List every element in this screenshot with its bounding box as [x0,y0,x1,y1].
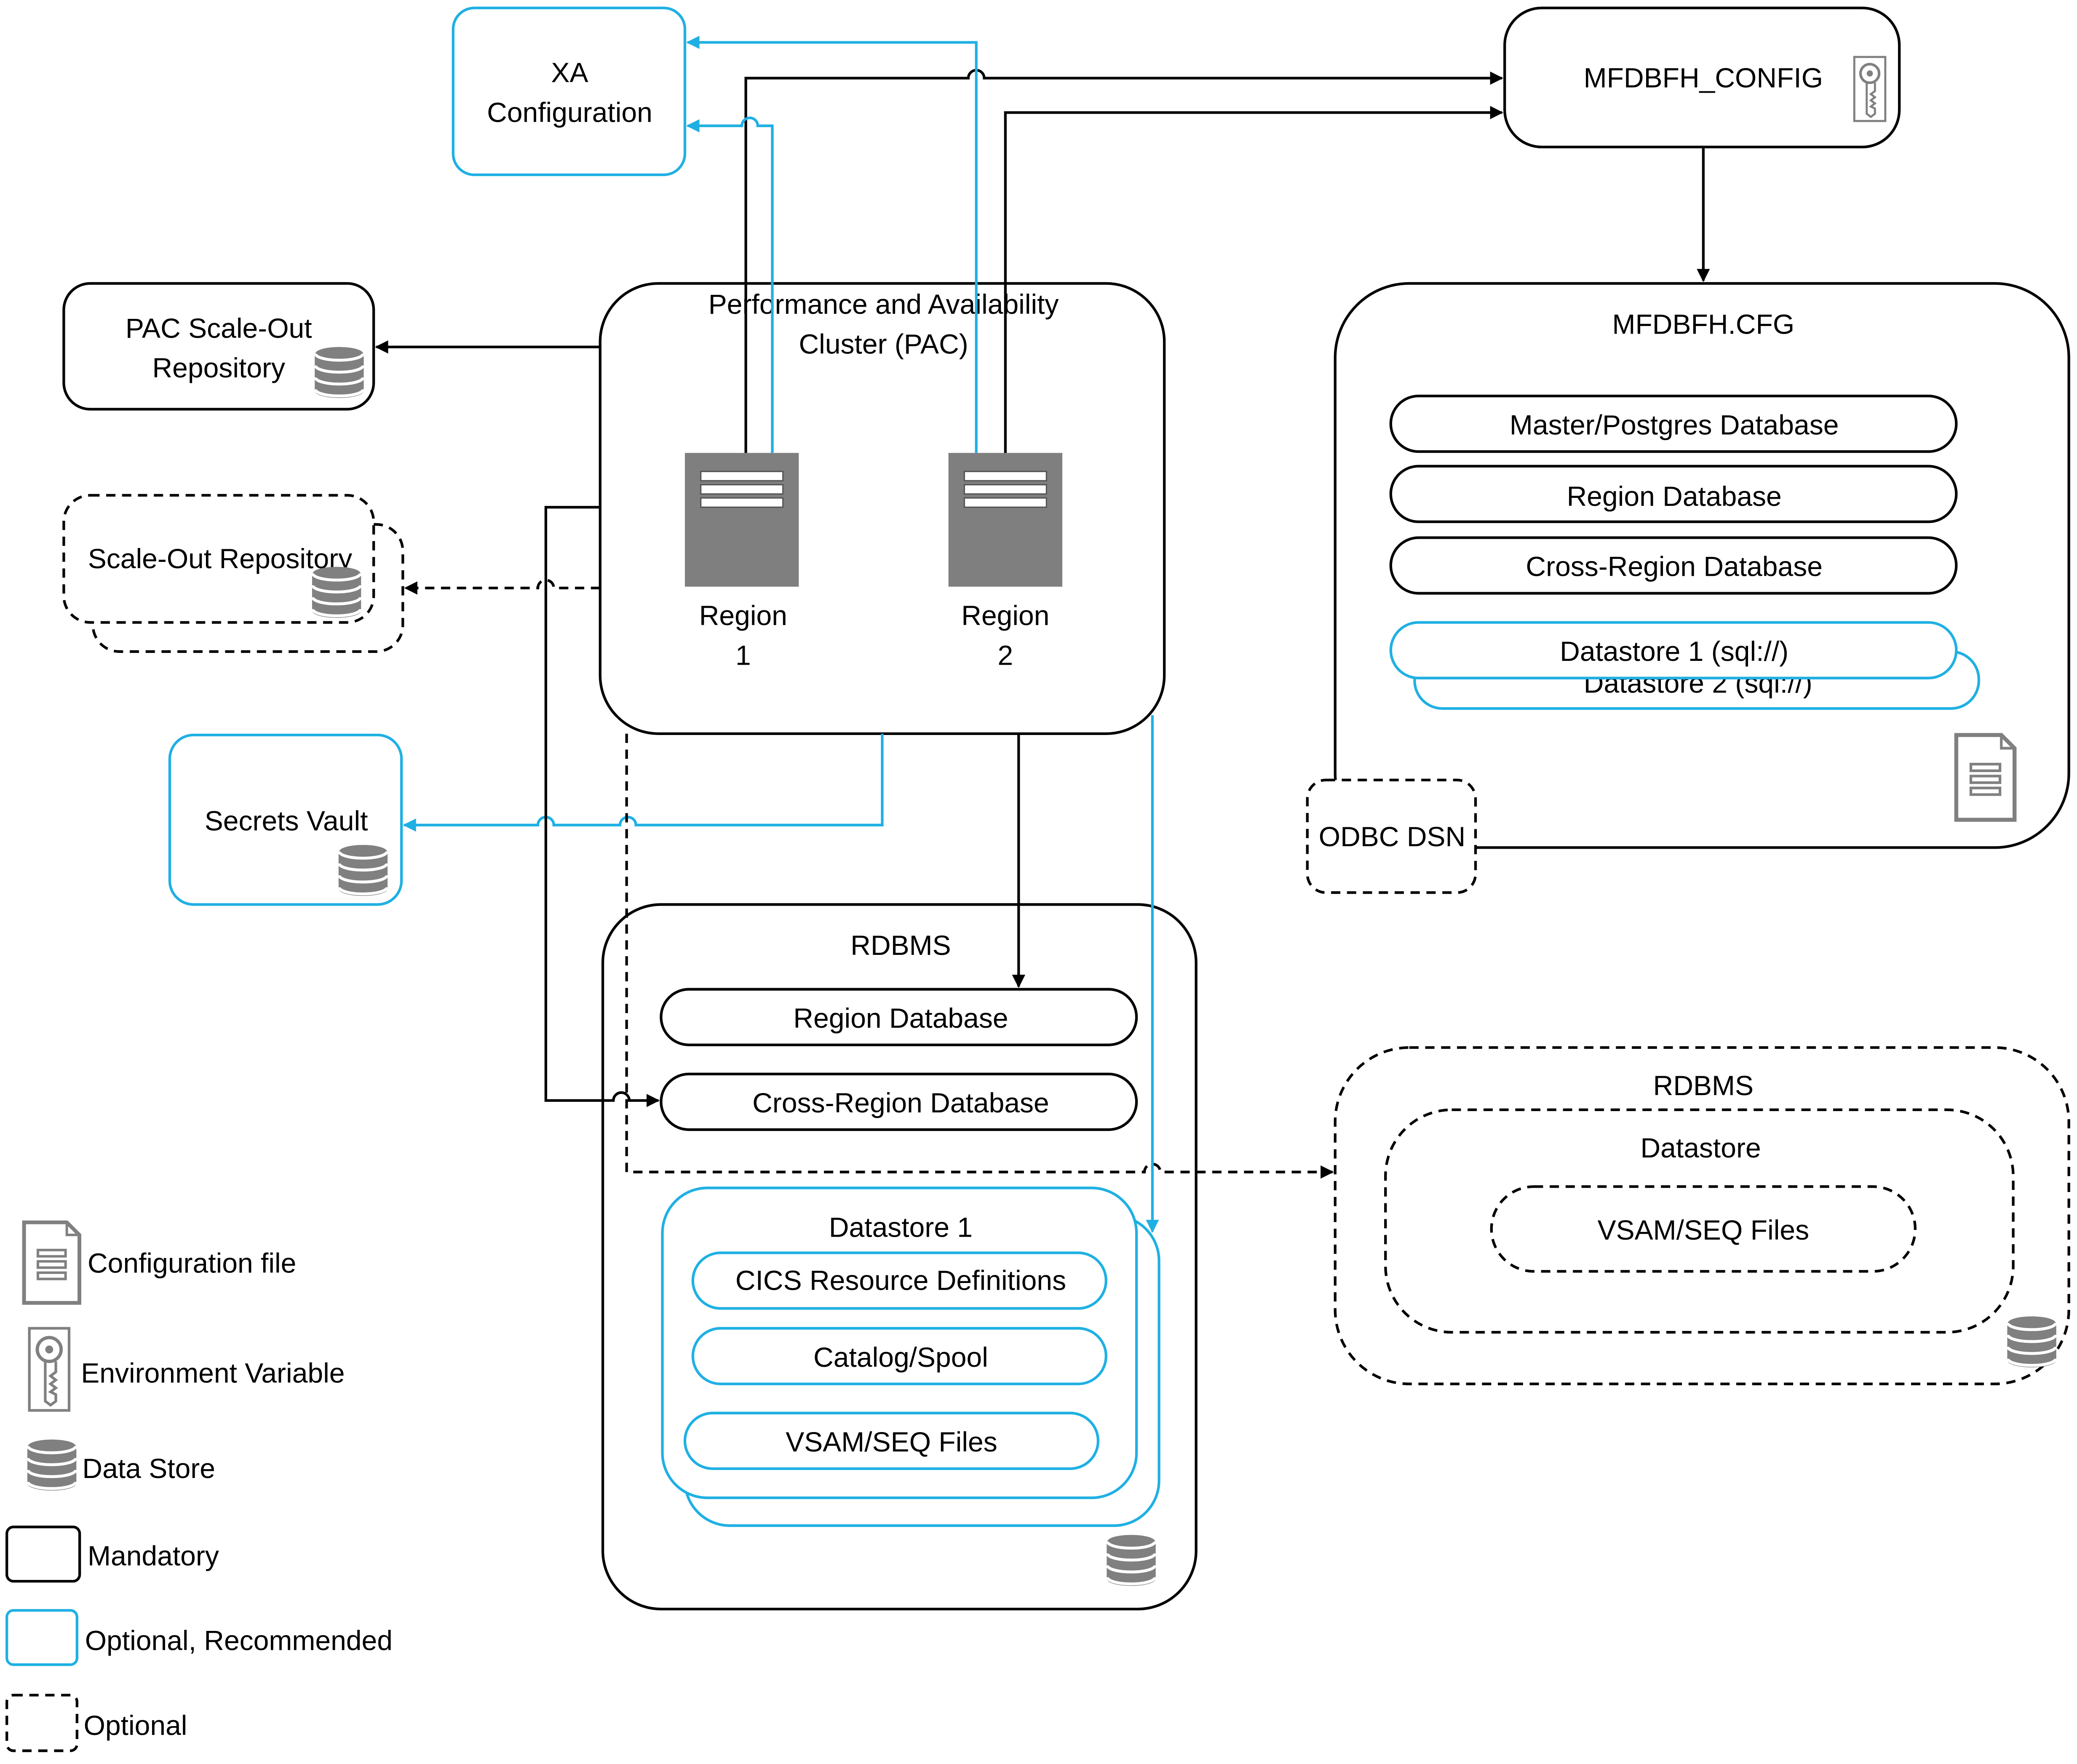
pac-scaleout-repository-box: PAC Scale-Out Repository [62,282,375,411]
rdbms-optional-title: RDBMS [1653,1070,1754,1101]
legend-mandatory-swatch [5,1526,81,1583]
legend-optional: Optional [84,1710,187,1741]
mfdbfh-config-label: MFDBFH_CONFIG [1584,62,1823,94]
document-icon [1956,735,2014,820]
legend-optional-recommended: Optional, Recommended [85,1625,393,1656]
key-icon [29,1328,69,1411]
region1-label-line2: 1 [735,639,751,671]
rdbms-optional-files [1490,1185,1917,1273]
xa-configuration-box: XA Configuration [452,6,687,176]
pac-repo-label-line2: Repository [152,352,286,383]
cfg-item-master-label: Master/Postgres Database [1510,409,1839,440]
cfg-item-region-db-label: Region Database [1567,481,1782,512]
pac-label-line1: Performance and Availability [708,289,1059,320]
datastore-vsam-label: VSAM/SEQ Files [786,1426,997,1457]
pac-label-line2: Cluster (PAC) [799,328,968,359]
connectors [375,35,1710,1233]
rdbms-cross-region-db-label: Cross-Region Database [752,1087,1049,1118]
database-icon [1107,1535,1155,1585]
cfg-item-region-db [1389,465,1958,523]
legend-mandatory: Mandatory [88,1540,219,1571]
rdbms-main-title: RDBMS [850,930,951,961]
rdbms-region-db [660,988,1138,1046]
legend-optional-swatch [5,1694,78,1752]
pac-repo-label-line1: PAC Scale-Out [126,313,312,344]
rdbms-region-db-label: Region Database [793,1002,1008,1034]
document-icon [24,1222,79,1303]
server-icon [684,452,799,588]
database-icon [313,567,361,617]
xa-label-line2: Configuration [487,96,652,128]
legend-configuration-file: Configuration file [88,1248,296,1279]
cfg-item-master [1389,394,1958,453]
mfdbfh-cfg-box: MFDBFH.CFG Master/Postgres Database Regi… [1334,282,2070,849]
database-icon [315,347,363,397]
rdbms-cross-region-db [660,1072,1138,1131]
scaleout-repository-box: Scale-Out Repository [62,494,404,653]
rdbms-optional-files-label: VSAM/SEQ Files [1598,1214,1810,1245]
rdbms-optional-datastore-label: Datastore [1640,1132,1761,1163]
datastore-catalog-item [691,1327,1107,1385]
scaleout-repo-label: Scale-Out Repository [88,543,352,574]
rdbms-main-box: RDBMS Region Database Cross-Region Datab… [601,903,1198,1611]
cfg-item-cross-region-db [1389,536,1958,595]
rdbms-datastore-title: Datastore 1 [829,1212,973,1243]
datastore-cics-item [691,1251,1107,1310]
legend-environment-variable: Environment Variable [81,1357,345,1388]
cfg-datastore-1-label: Datastore 1 (sql://) [1560,636,1788,667]
rdbms-optional-box: RDBMS Datastore VSAM/SEQ Files [1334,1046,2070,1385]
server-icon [948,452,1063,588]
region2-label-line1: Region [961,600,1049,631]
datastore-catalog-label: Catalog/Spool [813,1342,988,1373]
xa-label-line1: XA [551,57,588,88]
datastore-cics-label: CICS Resource Definitions [735,1264,1066,1296]
datastore-vsam-item [683,1411,1100,1470]
mfdbfh-config-box: MFDBFH_CONFIG [1503,6,1901,149]
database-icon [339,845,387,895]
odbc-dsn-box: ODBC DSN [1306,778,1477,894]
key-icon [1854,57,1885,121]
pac-box: Performance and Availability Cluster (PA… [599,282,1166,735]
legend: Configuration file Environment Variable … [5,1222,393,1752]
cfg-datastore-1 [1389,621,1958,679]
database-icon [2008,1316,2056,1366]
database-icon [28,1440,76,1490]
mfdbfh-cfg-title: MFDBFH.CFG [1612,308,1795,339]
legend-optional-recommended-swatch [5,1609,78,1666]
secrets-vault-label: Secrets Vault [205,805,368,836]
secrets-vault-box: Secrets Vault [168,733,403,906]
cfg-item-cross-region-db-label: Cross-Region Database [1526,551,1823,582]
legend-data-store: Data Store [82,1453,215,1484]
odbc-dsn-label: ODBC DSN [1319,821,1465,852]
region1-label-line1: Region [699,600,787,631]
region2-label-line2: 2 [998,639,1013,671]
